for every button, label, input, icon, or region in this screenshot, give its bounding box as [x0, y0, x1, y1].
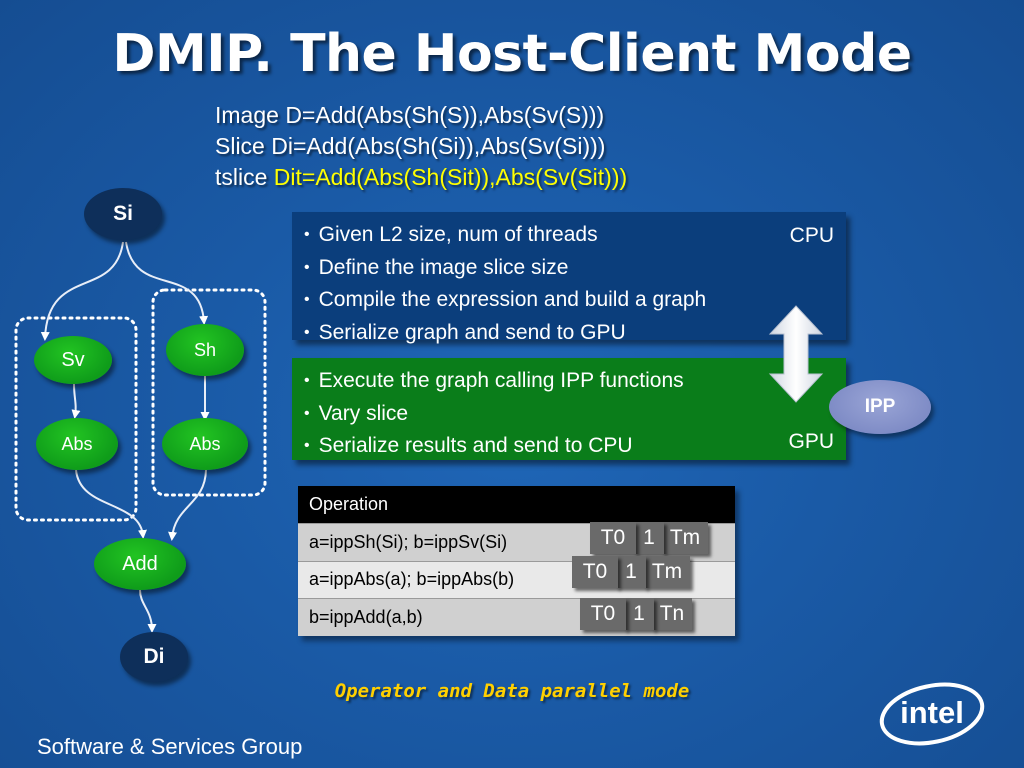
cpu-panel: Given L2 size, num of threads Define the… — [292, 212, 846, 344]
thread-chip-1: 1 — [616, 556, 646, 588]
thread-chip-1: 1 — [624, 598, 654, 630]
footer-group-name: Software & Services Group — [37, 734, 303, 759]
thread-chip-t0: T0 — [580, 598, 626, 630]
thread-chip-t0: T0 — [590, 522, 636, 554]
gpu-label: GPU — [788, 430, 834, 453]
formula-line-slice: Slice Di=Add(Abs(Sh(Si)),Abs(Sv(Si))) — [215, 133, 606, 159]
thread-chip-tm: Tm — [662, 522, 708, 554]
gpu-step: Execute the graph calling IPP functions — [304, 366, 846, 399]
node-abs-right: Abs — [162, 418, 248, 470]
edge-si-sv — [40, 241, 124, 341]
intel-logo-icon: intel — [879, 682, 985, 746]
formula-line-image: Image D=Add(Abs(Sh(S)),Abs(Sv(S))) — [215, 102, 605, 128]
node-sh: Sh — [166, 324, 244, 376]
table-header: Operation — [298, 486, 735, 523]
gpu-step: Vary slice — [304, 399, 846, 432]
node-sv: Sv — [34, 336, 112, 384]
thread-chip-t0: T0 — [572, 556, 618, 588]
thread-chip-1: 1 — [634, 522, 664, 554]
double-arrow-icon — [768, 305, 824, 403]
slide-title: DMIP. The Host-Client Mode — [112, 24, 912, 84]
formula-tslice-highlight: Dit=Add(Abs(Sh(Sit)),Abs(Sv(Sit))) — [273, 164, 628, 190]
node-add: Add — [94, 538, 186, 590]
edge-abs-add-right — [168, 469, 207, 541]
cpu-steps: Given L2 size, num of threads Define the… — [292, 212, 846, 350]
intel-logo-text: intel — [900, 695, 964, 730]
ipp-badge: IPP — [829, 380, 931, 434]
cpu-step: Compile the expression and build a graph — [304, 285, 846, 318]
cpu-step: Serialize graph and send to GPU — [304, 318, 846, 351]
node-abs-left: Abs — [36, 418, 118, 470]
mode-caption: Operator and Data parallel mode — [334, 680, 690, 702]
cpu-step: Define the image slice size — [304, 253, 846, 286]
thread-chip-tm: Tm — [644, 556, 690, 588]
cpu-label: CPU — [789, 224, 834, 247]
edge-abs-add-left — [75, 469, 147, 539]
node-di: Di — [120, 632, 188, 682]
edge-si-sh — [125, 241, 209, 325]
edge-sv-abs — [71, 383, 81, 419]
edge-add-di — [139, 589, 157, 633]
formula-block: Image D=Add(Abs(Sh(S)),Abs(Sv(S))) Slice… — [215, 100, 627, 193]
gpu-panel: Execute the graph calling IPP functions … — [292, 358, 846, 460]
formula-line-tslice: tslice Dit=Add(Abs(Sh(Sit)),Abs(Sv(Sit))… — [215, 162, 627, 193]
formula-tslice-prefix: tslice — [215, 164, 274, 190]
gpu-steps: Execute the graph calling IPP functions … — [292, 358, 846, 464]
cpu-step: Given L2 size, num of threads — [304, 220, 846, 253]
thread-chip-tn: Tn — [652, 598, 692, 630]
gpu-step: Serialize results and send to CPU — [304, 431, 846, 464]
node-si: Si — [84, 188, 162, 240]
